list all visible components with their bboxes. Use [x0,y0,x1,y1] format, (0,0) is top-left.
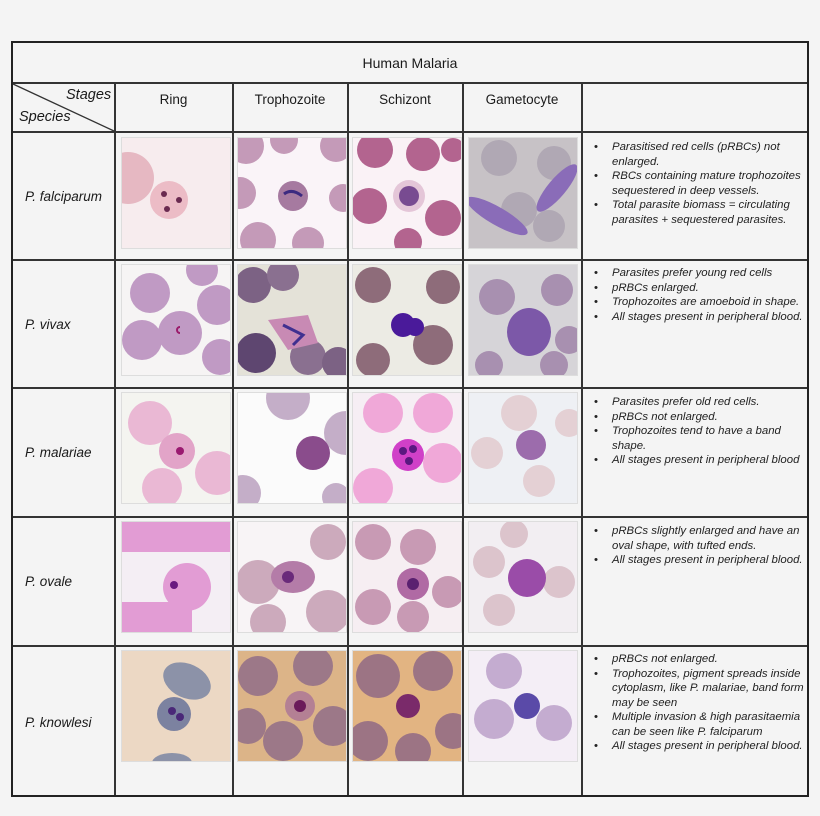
divider [13,387,807,389]
note-item: Trophozoites are amoeboid in shape. [585,295,807,310]
note-item: pRBCs slightly enlarged and have an oval… [585,524,807,553]
note-item: Trophozoites tend to have a band shape. [585,424,807,453]
gametocyte-microscopy-image [468,137,578,249]
species-notes-knowlesi: pRBCs not enlarged. Trophozoites, pigmen… [585,652,807,754]
gametocyte-microscopy-image [468,650,578,762]
species-label-knowlesi: P. knowlesi [25,714,92,730]
note-item: All stages present in peripheral blood. [585,553,807,568]
schizont-microscopy-image [352,264,462,376]
trophozoite-microscopy-image [237,264,347,376]
gametocyte-microscopy-image [468,521,578,633]
divider [13,645,807,647]
species-notes-malariae: Parasites prefer old red cells. pRBCs no… [585,395,807,468]
ring-microscopy-image [121,137,231,249]
note-item: Total parasite biomass = circulating par… [585,198,807,227]
note-item: Parasites prefer old red cells. [585,395,807,410]
divider [13,131,807,133]
stage-header-ring: Ring [159,92,188,107]
divider [232,82,234,795]
note-item: All stages present in peripheral blood. [585,310,807,325]
ring-microscopy-image [121,264,231,376]
trophozoite-microscopy-image [237,392,347,504]
schizont-microscopy-image [352,521,462,633]
note-item: Parasitised red cells (pRBCs) not enlarg… [585,140,807,169]
note-item: Multiple invasion & high parasitaemia ca… [585,710,807,739]
corner-species-label: Species [19,109,71,125]
ring-microscopy-image [121,650,231,762]
gametocyte-microscopy-image [468,264,578,376]
species-label-vivax: P. vivax [25,316,71,332]
table-title: Human Malaria [362,55,458,71]
divider [114,82,116,795]
trophozoite-microscopy-image [237,137,347,249]
divider [347,82,349,795]
species-notes-ovale: pRBCs slightly enlarged and have an oval… [585,524,807,568]
divider [13,516,807,518]
note-item: Parasites prefer young red cells [585,266,807,281]
schizont-microscopy-image [352,650,462,762]
divider [462,82,464,795]
note-item: pRBCs not enlarged. [585,652,807,667]
species-label-ovale: P. ovale [25,574,73,589]
malaria-comparison-table: Human Malaria Stages Species Ring Tropho… [11,41,809,797]
divider [581,82,583,795]
note-item: RBCs containing mature trophozoites sequ… [585,169,807,198]
trophozoite-microscopy-image [237,521,347,633]
note-item: pRBCs enlarged. [585,281,807,296]
species-label-malariae: P. malariae [25,445,92,460]
stage-header-gametocyte: Gametocyte [485,92,559,107]
divider [13,82,807,84]
schizont-microscopy-image [352,392,462,504]
corner-stages-label: Stages [66,87,112,103]
species-label-falciparum: P. falciparum [25,188,103,204]
gametocyte-microscopy-image [468,392,578,504]
schizont-microscopy-image [352,137,462,249]
trophozoite-microscopy-image [237,650,347,762]
species-notes-falciparum: Parasitised red cells (pRBCs) not enlarg… [585,140,807,227]
stage-header-trophozoite: Trophozoite [254,92,326,107]
ring-microscopy-image [121,392,231,504]
corner-diagonal [13,83,115,132]
note-item: Trophozoites, pigment spreads inside cyt… [585,667,807,711]
ring-microscopy-image [121,521,231,633]
note-item: pRBCs not enlarged. [585,410,807,425]
stage-header-schizont: Schizont [379,92,431,107]
note-item: All stages present in peripheral blood. [585,739,807,754]
note-item: All stages present in peripheral blood [585,453,807,468]
species-notes-vivax: Parasites prefer young red cells pRBCs e… [585,266,807,324]
divider [13,259,807,261]
